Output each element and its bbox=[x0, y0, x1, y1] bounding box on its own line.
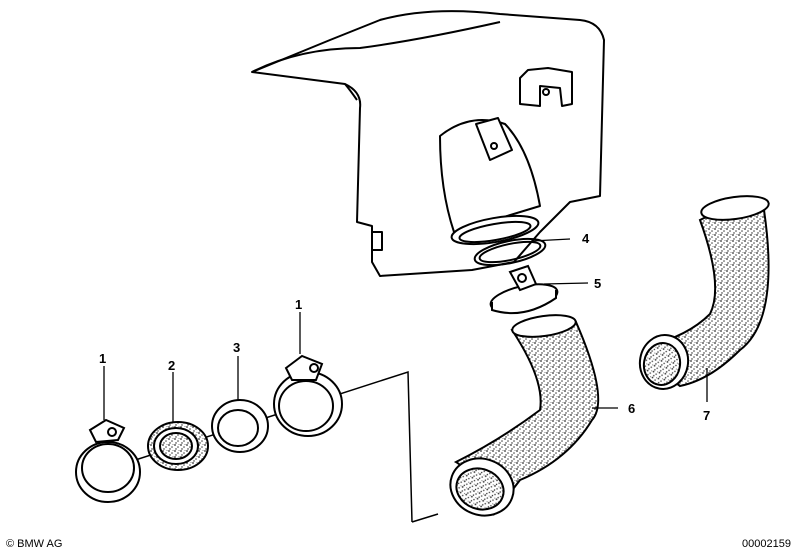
callout-2: 2 bbox=[168, 358, 175, 373]
hose-elbow bbox=[638, 195, 770, 390]
hose-clamp-upper bbox=[489, 264, 559, 315]
callout-3: 3 bbox=[233, 340, 240, 355]
callout-1-right: 1 bbox=[295, 297, 302, 312]
leader-lines bbox=[103, 238, 708, 422]
copyright-notice: © BMW AG bbox=[6, 538, 63, 550]
document-number: 00002159 bbox=[742, 538, 791, 550]
callout-7: 7 bbox=[703, 408, 710, 423]
intake-housing bbox=[251, 10, 605, 277]
rubber-sleeve bbox=[147, 421, 209, 471]
hose-clamp-right bbox=[273, 354, 343, 437]
hose-clamp-left bbox=[75, 418, 141, 503]
callout-4: 4 bbox=[582, 231, 590, 246]
spacer-ring bbox=[211, 399, 269, 453]
callout-5: 5 bbox=[594, 276, 601, 291]
o-ring bbox=[473, 237, 547, 267]
callout-6: 6 bbox=[628, 401, 635, 416]
assembly-axis-line bbox=[91, 370, 439, 523]
hose-bent bbox=[449, 314, 600, 517]
callout-1-left: 1 bbox=[99, 351, 106, 366]
